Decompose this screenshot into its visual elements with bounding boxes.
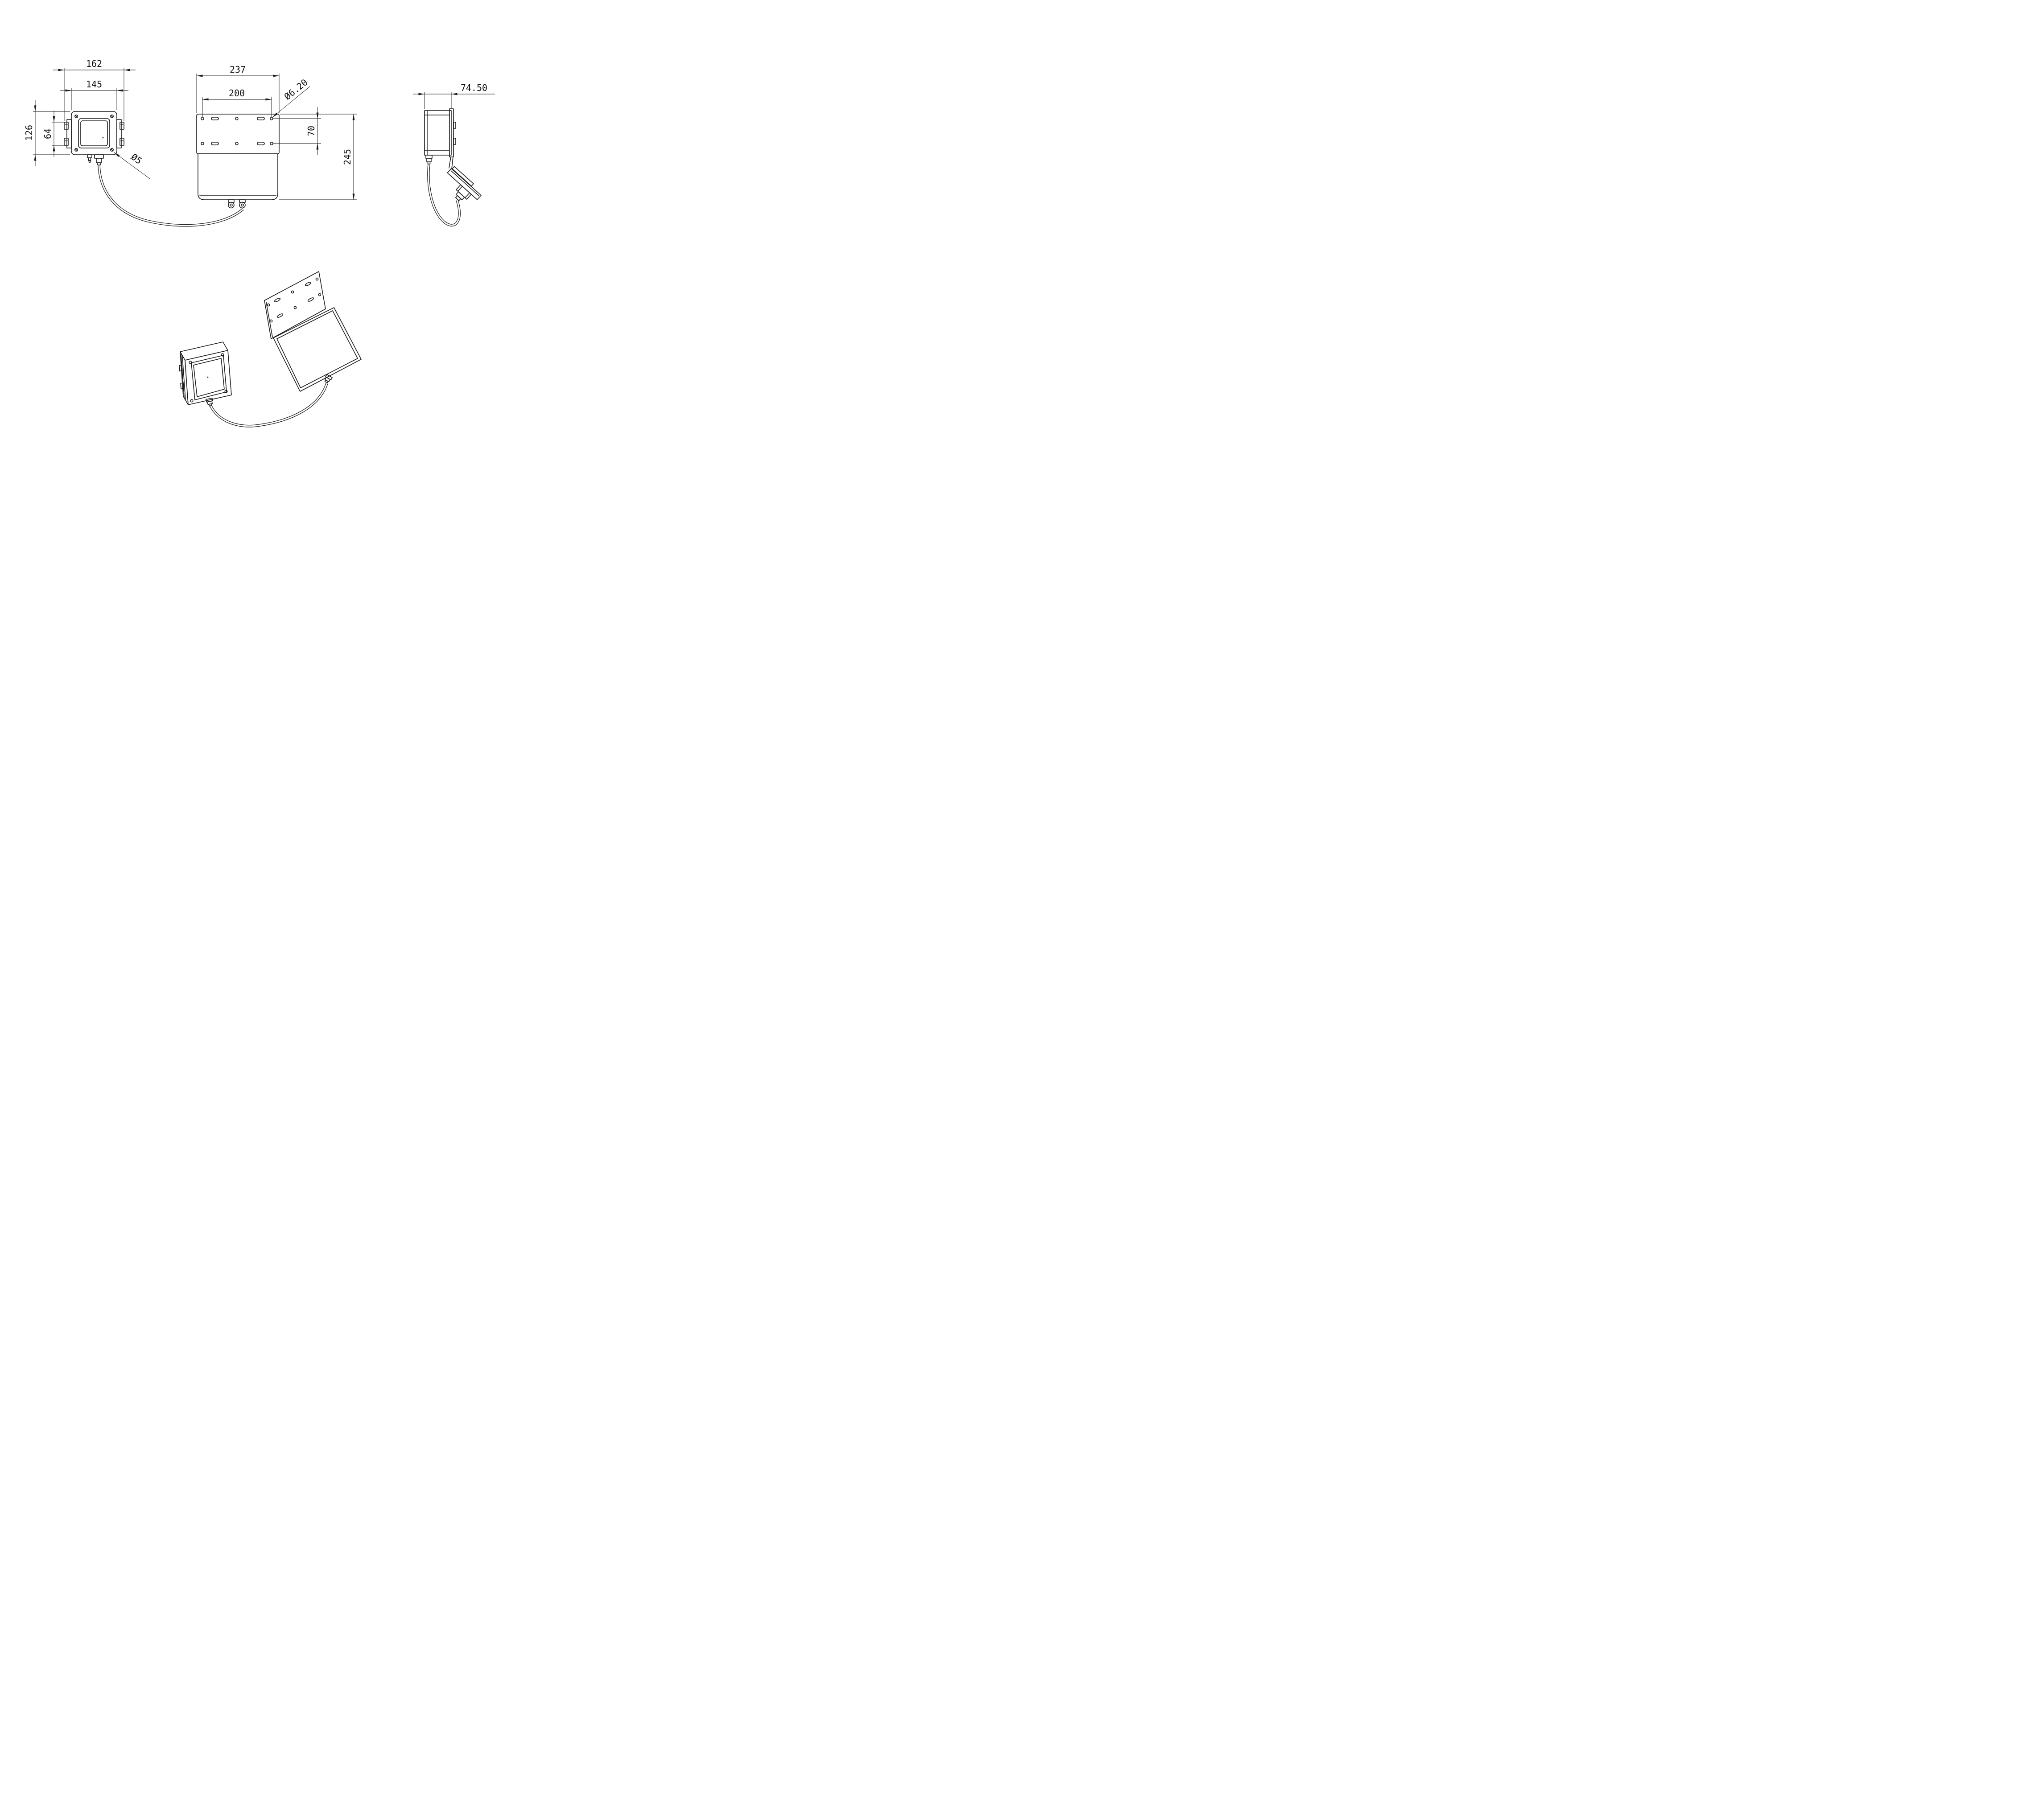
dim-text-200: 200 [229,88,245,99]
dim-front-overall-height: 126 [24,100,70,166]
dim-text-70: 70 [306,126,317,136]
rear-view: 237 200 Ø6.20 70 245 [196,64,357,209]
dim-front-body-width: 145 [60,79,128,110]
dim-text-64: 64 [42,128,53,139]
isometric-view [179,271,362,428]
iso-panel-assembly [264,271,362,392]
dim-text-245: 245 [342,149,353,165]
dim-rear-bracket-width: 237 [196,64,280,113]
side-view: 74.50 [413,82,495,226]
cable-iso [209,383,328,428]
dim-rear-overall-height: 245 [279,114,357,200]
dim-text-162: 162 [86,58,102,69]
iso-sensor-box [179,341,232,407]
bracket-plate-rear [196,114,280,154]
drawing-canvas: 145 162 126 64 [24,58,495,428]
dim-rear-hole-spacing-h: 200 [202,88,272,117]
panel-body-rear [198,153,278,209]
sensor-box-side [424,108,456,169]
panel-side [447,166,482,201]
iso-panel-connector [324,374,333,383]
iso-box-connector [206,398,213,407]
dim-rear-hole-spacing-v: 70 [273,107,321,155]
dim-front-overall-width: 162 [53,58,136,121]
dim-side-depth: 74.50 [413,82,495,109]
leader-rear-hole-dia: Ø6.20 [272,77,310,118]
dim-text-dia5: Ø5 [129,152,144,167]
cable-front [98,164,244,227]
dim-front-inner-height: 64 [42,111,65,157]
sensor-box-front [64,111,124,165]
dim-text-145: 145 [86,79,102,90]
front-view: 145 162 126 64 [24,58,244,227]
dim-text-7450: 74.50 [461,82,487,93]
leader-front-hole-dia: Ø5 [114,152,150,179]
cable-side [427,164,461,226]
drawing-page: 145 162 126 64 [0,0,511,450]
dim-text-126: 126 [24,125,34,141]
dim-text-237: 237 [230,64,246,75]
